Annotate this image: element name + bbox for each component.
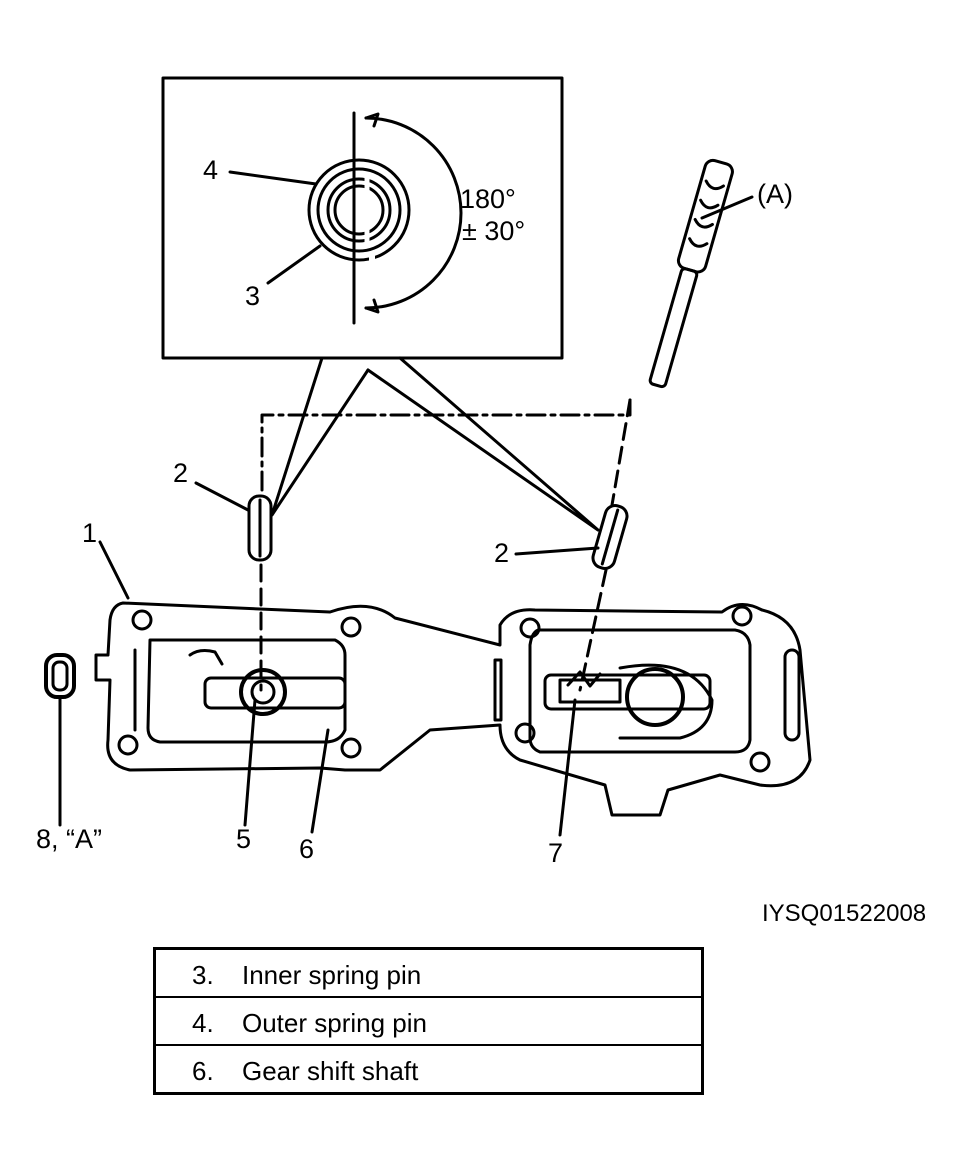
callout-4: 4 [203, 155, 219, 185]
legend-table: 3. Inner spring pin 4. Outer spring pin … [153, 947, 704, 1095]
callout-2-right: 2 [494, 538, 510, 568]
figure-id: IYSQ01522008 [762, 900, 927, 927]
legend-number: 4. [192, 1008, 214, 1038]
legend-number: 3. [192, 960, 214, 990]
callout-tool-a: (A) [757, 179, 793, 209]
legend-row: 6. Gear shift shaft [156, 1044, 701, 1092]
legend-text: Gear shift shaft [242, 1056, 419, 1086]
angle-label-2: ± 30° [462, 216, 526, 246]
callout-3: 3 [245, 281, 261, 311]
detail-inset-frame [161, 76, 564, 360]
callout-8: 8, “A” [36, 824, 103, 854]
callout-6: 6 [299, 834, 315, 864]
installer-tool [648, 158, 734, 389]
legend-text: Inner spring pin [242, 960, 422, 990]
callout-7: 7 [548, 838, 564, 868]
callout-wedge-right [366, 356, 600, 532]
spring-pin-right [591, 504, 629, 570]
legend-row: 4. Outer spring pin [156, 996, 701, 1044]
spring-pin-left [247, 494, 273, 562]
callout-wedge-left [270, 356, 370, 517]
shift-case-housing [94, 601, 812, 817]
legend-text: Outer spring pin [242, 1008, 427, 1038]
callout-2-left: 2 [173, 458, 189, 488]
shift-lever-bore [239, 668, 287, 716]
callout-1: 1 [82, 518, 98, 548]
legend-row: 3. Inner spring pin [156, 950, 701, 996]
legend-number: 6. [192, 1056, 214, 1086]
spring-pin-detail [307, 111, 463, 325]
callout-5: 5 [236, 824, 252, 854]
angle-label-1: 180° [460, 184, 516, 214]
